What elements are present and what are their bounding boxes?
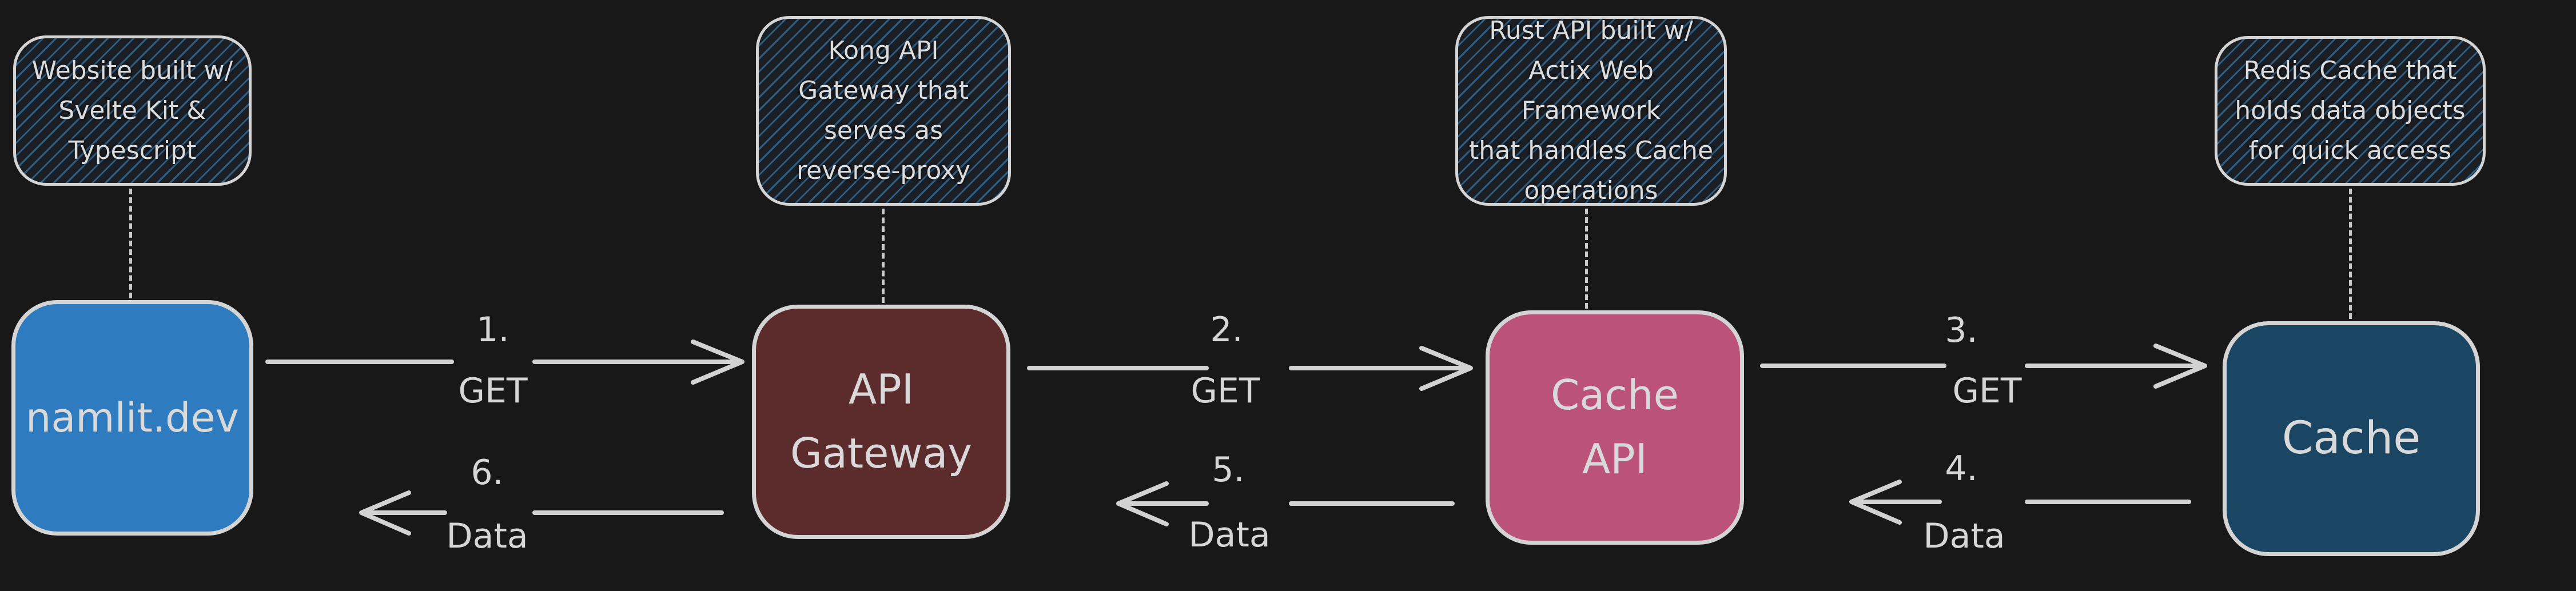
node-api-gateway: API Gateway (752, 305, 1010, 539)
flow-6-label: Data (446, 516, 528, 556)
arrow-6-data-left (359, 490, 724, 536)
flow-2-step: 2. (1210, 310, 1243, 350)
annotation-cache-api-text: Rust API built w/ Actix Web Framework th… (1468, 16, 1714, 205)
flow-5-label: Data (1188, 515, 1271, 555)
connector-cache-api-note (1585, 209, 1588, 309)
annotation-api-gateway: Kong API Gateway that serves as reverse-… (756, 16, 1011, 206)
node-cache-api-label: Cache API (1551, 371, 1679, 483)
node-cache-api: Cache API (1486, 310, 1744, 545)
annotation-frontend: Website built w/ Svelte Kit & Typescript (13, 35, 252, 186)
annotation-cache-api: Rust API built w/ Actix Web Framework th… (1455, 16, 1727, 206)
annotation-cache: Redis Cache that holds data objects for … (2215, 36, 2486, 186)
flow-4-step: 4. (1945, 449, 1978, 489)
annotation-frontend-text: Website built w/ Svelte Kit & Typescript (31, 55, 233, 165)
flow-4-label: Data (1923, 516, 2005, 556)
flow-1-label: GET (458, 371, 528, 411)
flow-2-label: GET (1191, 371, 1260, 411)
node-cache: Cache (2223, 321, 2480, 556)
flow-1-step: 1. (476, 310, 509, 350)
node-namlit-dev: namlit.dev (11, 300, 253, 536)
flow-5-step: 5. (1212, 450, 1245, 490)
node-cache-label: Cache (2282, 413, 2421, 465)
annotation-cache-text: Redis Cache that holds data objects for … (2235, 56, 2466, 165)
node-api-gateway-label: API Gateway (790, 365, 973, 477)
arrow-5-data-left (1116, 481, 1455, 526)
connector-gateway-note (882, 209, 885, 303)
flow-6-step: 6. (471, 453, 504, 493)
annotation-api-gateway-text: Kong API Gateway that serves as reverse-… (797, 36, 970, 185)
node-namlit-dev-label: namlit.dev (26, 394, 239, 441)
connector-namlit-note (129, 189, 132, 298)
flow-3-step: 3. (1945, 310, 1978, 350)
connector-cache-note (2349, 189, 2352, 319)
arrow-4-data-left (1849, 480, 2191, 525)
flow-3-label: GET (1952, 371, 2022, 411)
